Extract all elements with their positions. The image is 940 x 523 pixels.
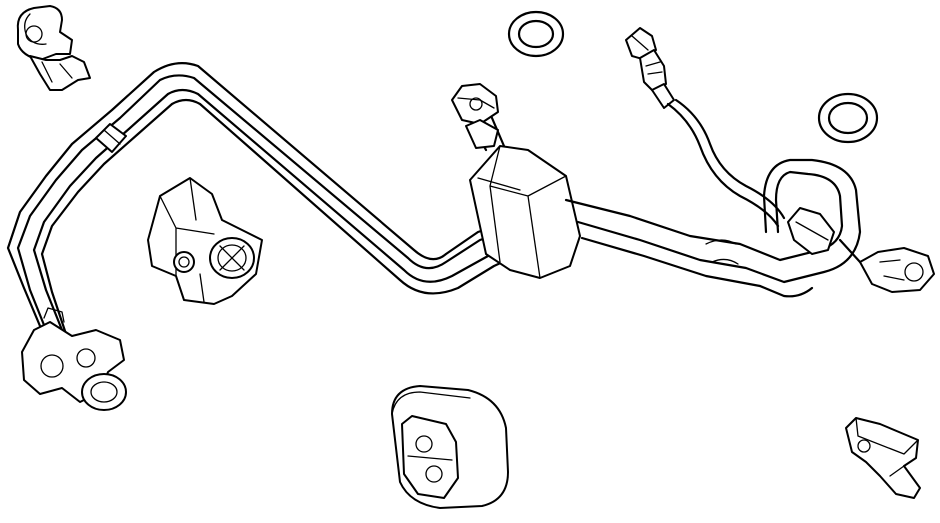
retaining-clip-bottom-right[interactable] — [845, 417, 921, 499]
pressure-sensor-connector[interactable] — [625, 27, 786, 228]
clamp-clip-top-left[interactable] — [16, 5, 91, 91]
mounting-bracket[interactable] — [147, 177, 263, 305]
o-ring-seal-right[interactable] — [817, 92, 879, 144]
ac-manifold-hose-assembly[interactable] — [6, 61, 935, 411]
insulator-block[interactable] — [391, 385, 509, 509]
o-ring-seal-top[interactable] — [507, 10, 565, 58]
